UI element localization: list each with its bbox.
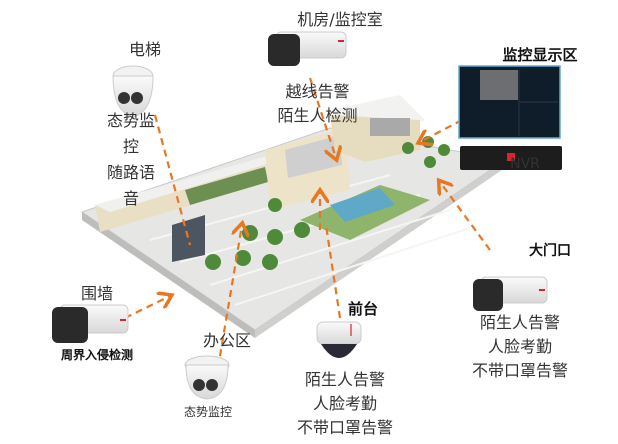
main-gate-title: 大门口 <box>529 243 571 259</box>
monitor-screen-icon <box>458 65 561 139</box>
office-feature: 态势监控 <box>183 405 232 419</box>
feature-text: 随路语 <box>106 163 155 182</box>
nvr-label: NVR <box>510 156 540 172</box>
connection-arrows <box>124 77 491 369</box>
turret-camera-icon <box>112 65 154 118</box>
front-desk-title: 前台 <box>347 300 378 318</box>
feature-text: 音 <box>122 189 139 208</box>
bullet-camera-icon <box>52 304 129 343</box>
feature-text: 态势监 <box>106 111 155 130</box>
server-room-title: 机房/监控室 <box>297 10 383 29</box>
bullet-camera-icon <box>268 31 347 66</box>
office-title: 办公区 <box>202 331 251 350</box>
server-room-building <box>330 95 425 162</box>
bullet-camera-icon <box>473 276 548 311</box>
nvr-device-icon <box>460 146 562 170</box>
dome-camera-icon <box>316 321 362 358</box>
feature-text: 控 <box>122 137 139 156</box>
arrow-front-desk <box>324 224 342 319</box>
arrow-wall <box>124 296 170 319</box>
server-room-features: 越线告警 陌生人检测 <box>255 80 380 128</box>
feature-text: 不带口罩告警 <box>296 418 393 437</box>
turret-camera-icon <box>184 355 230 400</box>
feature-text: 陌生人检测 <box>277 106 358 125</box>
arrow-office <box>216 225 242 369</box>
feature-text: 陌生人告警 <box>304 370 385 389</box>
arrow-elevator <box>153 114 192 246</box>
feature-text: 人脸考勤 <box>312 394 377 413</box>
feature-text: 人脸考勤 <box>487 337 552 356</box>
arrow-gate <box>440 182 491 251</box>
feature-text: 不带口罩告警 <box>471 361 568 380</box>
wall-title: 围墙 <box>80 284 113 303</box>
arrow-display <box>420 119 463 142</box>
wall-feature: 周界入侵检测 <box>60 348 133 362</box>
main-gate-features: 陌生人告警 人脸考勤 不带口罩告警 <box>455 311 585 383</box>
arrow-server-room <box>308 77 336 158</box>
display-area-title: 监控显示区 <box>502 46 578 64</box>
feature-text: 越线告警 <box>285 82 350 101</box>
parking-garden <box>300 185 430 240</box>
elevator-features: 态势监 控 随路语 音 <box>100 108 162 212</box>
front-desk-features: 陌生人告警 人脸考勤 不带口罩告警 <box>280 368 410 440</box>
elevator-title: 电梯 <box>128 40 161 59</box>
feature-text: 陌生人告警 <box>479 313 560 332</box>
